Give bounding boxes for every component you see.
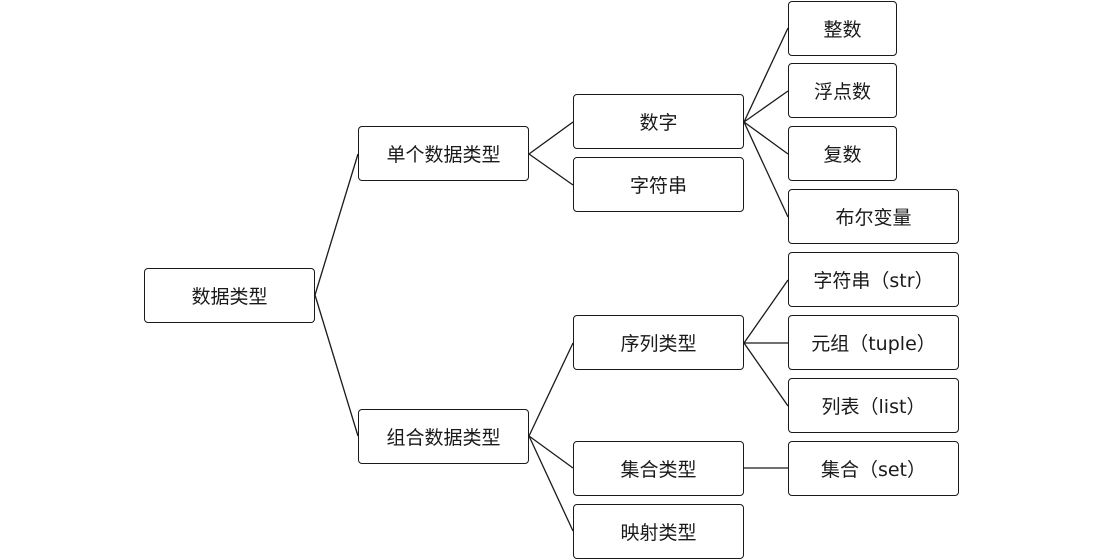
- node-number: 数字: [573, 94, 744, 149]
- node-list: 列表（list）: [788, 378, 959, 433]
- edge-compound-sequence: [528, 342, 574, 437]
- node-single: 单个数据类型: [358, 126, 529, 181]
- edge-number-boolean: [743, 121, 789, 218]
- node-float: 浮点数: [788, 63, 897, 118]
- node-set-type: 集合类型: [573, 441, 744, 496]
- node-string: 字符串: [573, 157, 744, 212]
- edge-number-float: [743, 90, 789, 123]
- node-root: 数据类型: [144, 268, 315, 323]
- edge-number-integer: [743, 27, 789, 123]
- node-set: 集合（set）: [788, 441, 959, 496]
- node-integer: 整数: [788, 1, 897, 56]
- node-boolean: 布尔变量: [788, 189, 959, 244]
- node-mapping: 映射类型: [573, 504, 744, 559]
- node-sequence: 序列类型: [573, 315, 744, 370]
- node-str: 字符串（str）: [788, 252, 959, 307]
- node-complex: 复数: [788, 126, 897, 181]
- edge-root-single: [314, 153, 359, 296]
- edge-compound-mapping: [528, 435, 574, 532]
- edge-root-compound: [314, 294, 359, 437]
- edge-compound-set: [528, 435, 574, 469]
- edge-single-number: [528, 121, 574, 155]
- edge-number-complex: [743, 121, 789, 155]
- edge-sequence-list: [743, 342, 789, 407]
- edge-single-string: [528, 153, 574, 186]
- node-compound: 组合数据类型: [358, 409, 529, 464]
- node-tuple: 元组（tuple）: [788, 315, 959, 370]
- edge-sequence-str: [743, 279, 789, 344]
